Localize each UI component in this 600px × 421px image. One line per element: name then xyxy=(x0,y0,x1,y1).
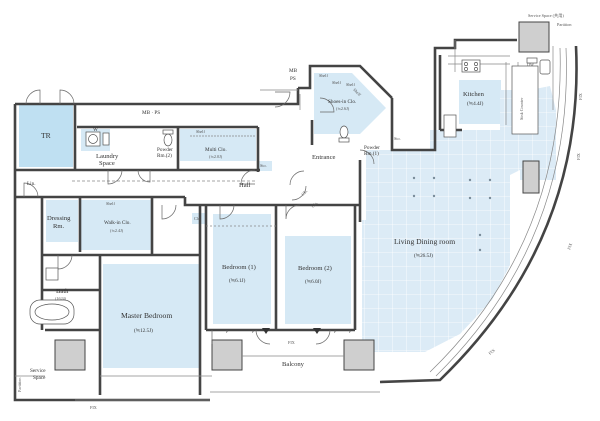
label-shelf-5: Shelf xyxy=(106,201,115,206)
label-shoes-1: Shoes-in Clo. xyxy=(328,99,356,105)
label-p-2: P xyxy=(252,329,255,334)
service-spaces xyxy=(54,21,550,371)
column-right xyxy=(522,160,540,194)
labels: Service Space (共用) Partition MB PS MB · … xyxy=(17,12,583,410)
label-mb-ps-top-2: PS xyxy=(290,76,296,82)
toilet-1 xyxy=(339,125,349,139)
label-fix-r2: FIX xyxy=(576,153,581,160)
kitchen-sink xyxy=(539,59,551,75)
label-fix-r3: FIX xyxy=(566,242,573,250)
balcony-arrow-2 xyxy=(313,328,321,334)
dressing-fill xyxy=(46,200,78,242)
label-dw: DW xyxy=(527,62,534,67)
balcony-arrow-1 xyxy=(262,328,270,334)
label-shelf-1: Shelf xyxy=(196,129,205,134)
label-bath-1: Bath xyxy=(56,288,69,295)
multi-closet-fill xyxy=(180,129,256,161)
label-master-1: Master Bedroom xyxy=(121,311,172,320)
label-mb-ps-left: MB · PS xyxy=(142,110,160,116)
downlights xyxy=(412,176,492,252)
label-entrance: Entrance xyxy=(312,154,336,161)
label-multi-2: (≒2.0J) xyxy=(209,154,223,159)
label-lin: Lin. xyxy=(27,181,36,187)
label-living-2: (≒26.5J) xyxy=(414,252,433,259)
sto-fill-1 xyxy=(259,161,272,171)
kitchen-fill xyxy=(459,80,501,124)
label-clo-1: Clo. xyxy=(310,200,319,209)
service-box-mid1 xyxy=(211,339,243,371)
laundry-sink xyxy=(102,132,110,146)
label-shelf-2: Shelf xyxy=(319,73,328,78)
label-kitchen-1: Kitchen xyxy=(463,91,485,98)
label-sink-counter: Sink Counter xyxy=(519,97,524,120)
tr-fill xyxy=(19,105,73,167)
label-powder1-2: Rm.(1) xyxy=(364,150,379,157)
label-p-4: P xyxy=(349,329,352,334)
balcony-markers xyxy=(262,328,321,334)
label-laundry-1: Laundry xyxy=(96,153,119,160)
label-mb-ps-top: MB xyxy=(289,68,298,74)
label-master-2: (≒12.5J) xyxy=(134,327,153,334)
label-clo-2: Clo. xyxy=(300,188,309,197)
washer xyxy=(85,131,101,147)
label-living-1: Living Dining room xyxy=(394,237,455,246)
label-partition-bottom: Partition xyxy=(17,377,22,392)
label-kitchen-2: (≒4.4J) xyxy=(467,100,484,107)
label-shelf-4: Shelf xyxy=(346,82,355,87)
walkin-fill xyxy=(81,200,151,250)
bathtub xyxy=(29,299,75,325)
label-service-space-top: Service Space (共用) xyxy=(528,12,564,19)
shoes-closet-fill xyxy=(314,73,386,134)
label-bedroom2-1: Bedroom (2) xyxy=(298,265,332,272)
toilet-2 xyxy=(163,133,173,147)
fixtures xyxy=(29,57,551,325)
label-tr: TR xyxy=(41,131,52,140)
label-p-1: P xyxy=(226,329,229,334)
living-dining-fill xyxy=(362,86,556,352)
vanity xyxy=(45,267,59,281)
bedroom2-fill xyxy=(285,236,351,324)
label-shelf-3: Shelf xyxy=(332,80,341,85)
label-multi-1: Multi Clo. xyxy=(205,147,227,153)
label-sto-2: Sto. xyxy=(394,136,401,141)
label-powder2-2: Rm.(2) xyxy=(157,152,172,159)
kitchen-island xyxy=(511,65,539,135)
doors xyxy=(23,89,375,345)
label-laundry-2: Space xyxy=(99,160,115,167)
label-bedroom1-2: (≒6.1J) xyxy=(229,277,246,284)
label-shelf-6: Shelf xyxy=(352,87,362,97)
label-bedroom2-2: (≒6.0J) xyxy=(305,278,322,285)
label-shoes-2: (≒2.6J) xyxy=(336,106,350,111)
label-fix-mid: FIX xyxy=(288,340,295,345)
label-hall: Hall xyxy=(239,182,251,189)
label-service-bottom-1: Service xyxy=(30,368,46,374)
label-balcony: Balcony xyxy=(282,361,305,368)
service-box-mid2 xyxy=(343,339,375,371)
label-bedroom1-1: Bedroom (1) xyxy=(222,264,256,271)
service-space-bottom-box xyxy=(54,339,86,371)
label-p-3: P xyxy=(334,329,337,334)
service-space-top-box xyxy=(518,21,550,53)
bedroom1-fill xyxy=(213,214,271,324)
label-fix-r1: FIX xyxy=(578,93,583,100)
fridge xyxy=(443,114,457,138)
label-fix-bottom: FIX xyxy=(90,405,97,410)
label-dressing-1: Dressing xyxy=(47,215,71,222)
room-fills xyxy=(19,73,556,368)
label-clo-3: Clo. xyxy=(194,216,201,221)
label-powder1-1: Powder xyxy=(364,145,380,151)
label-partition-top: Partition xyxy=(557,22,572,27)
label-walkin-2: (≒2.4J) xyxy=(110,228,124,233)
label-service-bottom-2: Space xyxy=(33,375,46,381)
label-walkin-1: Walk-in Clo. xyxy=(104,220,131,226)
thin-details xyxy=(15,40,567,401)
label-fix-r4: FIX xyxy=(487,348,495,356)
label-sto-1: Sto. xyxy=(260,163,267,168)
label-dressing-2: Rm. xyxy=(53,223,65,230)
master-bedroom-fill xyxy=(103,264,199,368)
label-bath-2: (1624) xyxy=(55,296,67,301)
label-powder2-1: Powder xyxy=(157,147,173,153)
label-w: W xyxy=(93,127,98,133)
